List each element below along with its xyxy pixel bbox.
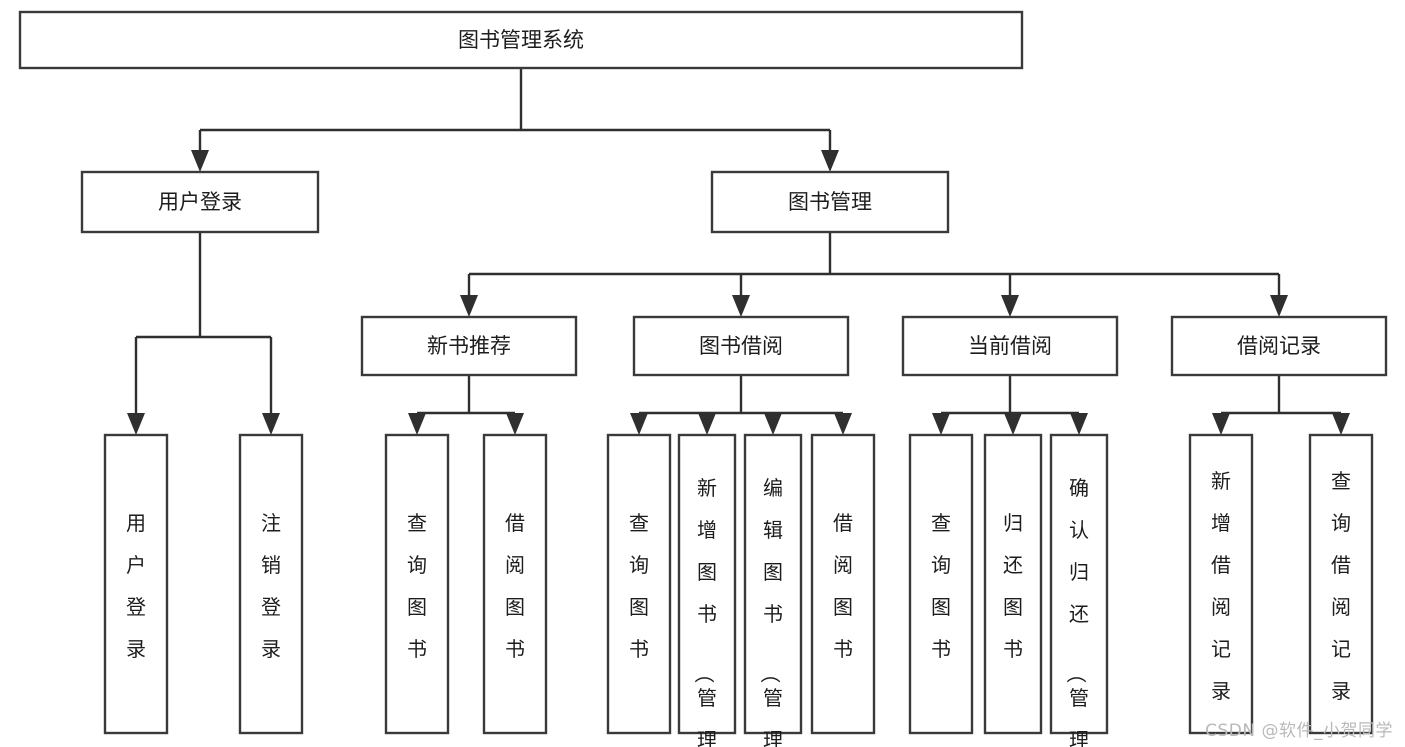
leaf-box bbox=[810, 433, 876, 735]
node-label: 图书管理 bbox=[788, 190, 872, 214]
node-borrow-record[interactable]: 借阅记录 bbox=[1170, 315, 1388, 377]
edge-arrowhead bbox=[262, 413, 280, 435]
edge-arrowhead bbox=[1332, 413, 1350, 435]
edge-arrowhead bbox=[460, 295, 478, 317]
node-label: 图书管理系统 bbox=[458, 28, 584, 52]
leaf-label: 查询借阅记录 bbox=[1331, 469, 1351, 703]
leaf-label: 新增图书（管理员） bbox=[692, 476, 717, 747]
node-root[interactable]: 图书管理系统 bbox=[18, 10, 1024, 70]
leaf-box bbox=[1049, 433, 1109, 735]
leaf-label: 新增借阅记录 bbox=[1211, 469, 1231, 703]
leaf-edit-book[interactable]: 编辑图书（管理员） bbox=[743, 433, 803, 747]
node-label: 图书借阅 bbox=[699, 334, 783, 358]
leaf-add-book[interactable]: 新增图书（管理员） bbox=[677, 433, 737, 747]
leaf-box bbox=[908, 433, 974, 735]
node-new-book-rec[interactable]: 新书推荐 bbox=[360, 315, 578, 377]
node-box bbox=[901, 315, 1119, 377]
node-user-login[interactable]: 用户登录 bbox=[80, 170, 320, 234]
leaf-label: 编辑图书（管理员） bbox=[758, 476, 783, 747]
leaf-label: 借阅图书 bbox=[505, 511, 525, 661]
node-box bbox=[632, 315, 850, 377]
leaf-label: 查询图书 bbox=[931, 511, 951, 661]
leaf-box bbox=[743, 433, 803, 735]
node-label: 借阅记录 bbox=[1237, 334, 1321, 358]
edge-arrowhead bbox=[127, 413, 145, 435]
leaf-box bbox=[103, 433, 169, 735]
edge-arrowhead bbox=[698, 413, 716, 435]
edge-arrowhead bbox=[764, 413, 782, 435]
node-layer: 图书管理系统用户登录图书管理新书推荐图书借阅当前借阅借阅记录用户登录注销登录查询… bbox=[18, 10, 1388, 747]
edge-arrowhead bbox=[630, 413, 648, 435]
leaf-box bbox=[482, 433, 548, 735]
node-box bbox=[360, 315, 578, 377]
node-box bbox=[1170, 315, 1388, 377]
leaf-label: 归还图书 bbox=[1003, 511, 1023, 661]
edge-arrowhead bbox=[1070, 413, 1088, 435]
leaf-query-record[interactable]: 查询借阅记录 bbox=[1308, 433, 1374, 735]
leaf-label: 确认归还（管理员） bbox=[1064, 476, 1089, 747]
leaf-borrow-book-2[interactable]: 借阅图书 bbox=[810, 433, 876, 735]
edge-layer bbox=[127, 68, 1350, 435]
edge-arrowhead bbox=[732, 295, 750, 317]
node-book-manage[interactable]: 图书管理 bbox=[710, 170, 950, 234]
node-box bbox=[18, 10, 1024, 70]
leaf-confirm-return[interactable]: 确认归还（管理员） bbox=[1049, 433, 1109, 747]
leaf-user-login[interactable]: 用户登录 bbox=[103, 433, 169, 735]
edge-arrowhead bbox=[834, 413, 852, 435]
node-label: 新书推荐 bbox=[427, 334, 511, 358]
leaf-box bbox=[1308, 433, 1374, 735]
edge-arrowhead bbox=[408, 413, 426, 435]
leaf-label: 注销登录 bbox=[261, 511, 281, 661]
leaf-query-book-1[interactable]: 查询图书 bbox=[384, 433, 450, 735]
node-book-borrow[interactable]: 图书借阅 bbox=[632, 315, 850, 377]
leaf-label: 借阅图书 bbox=[833, 511, 853, 661]
edge-arrowhead bbox=[932, 413, 950, 435]
leaf-return-book[interactable]: 归还图书 bbox=[983, 433, 1043, 735]
edge-arrowhead bbox=[1270, 295, 1288, 317]
edge-arrowhead bbox=[1004, 413, 1022, 435]
edge-arrowhead bbox=[821, 150, 839, 172]
leaf-box bbox=[1188, 433, 1254, 735]
leaf-box bbox=[238, 433, 304, 735]
leaf-label: 用户登录 bbox=[126, 511, 146, 661]
leaf-logout[interactable]: 注销登录 bbox=[238, 433, 304, 735]
edge-arrowhead bbox=[1001, 295, 1019, 317]
leaf-box bbox=[677, 433, 737, 735]
node-label: 当前借阅 bbox=[968, 334, 1052, 358]
leaf-box bbox=[606, 433, 672, 735]
leaf-query-book-3[interactable]: 查询图书 bbox=[908, 433, 974, 735]
edge-arrowhead bbox=[1212, 413, 1230, 435]
leaf-query-book-2[interactable]: 查询图书 bbox=[606, 433, 672, 735]
leaf-box bbox=[384, 433, 450, 735]
node-box bbox=[80, 170, 320, 234]
leaf-add-record[interactable]: 新增借阅记录 bbox=[1188, 433, 1254, 735]
leaf-box bbox=[983, 433, 1043, 735]
leaf-label: 查询图书 bbox=[407, 511, 427, 661]
leaf-label: 查询图书 bbox=[629, 511, 649, 661]
node-current-borrow[interactable]: 当前借阅 bbox=[901, 315, 1119, 377]
node-box bbox=[710, 170, 950, 234]
edge-arrowhead bbox=[506, 413, 524, 435]
node-label: 用户登录 bbox=[158, 190, 242, 214]
edge-arrowhead bbox=[191, 150, 209, 172]
leaf-borrow-book-1[interactable]: 借阅图书 bbox=[482, 433, 548, 735]
